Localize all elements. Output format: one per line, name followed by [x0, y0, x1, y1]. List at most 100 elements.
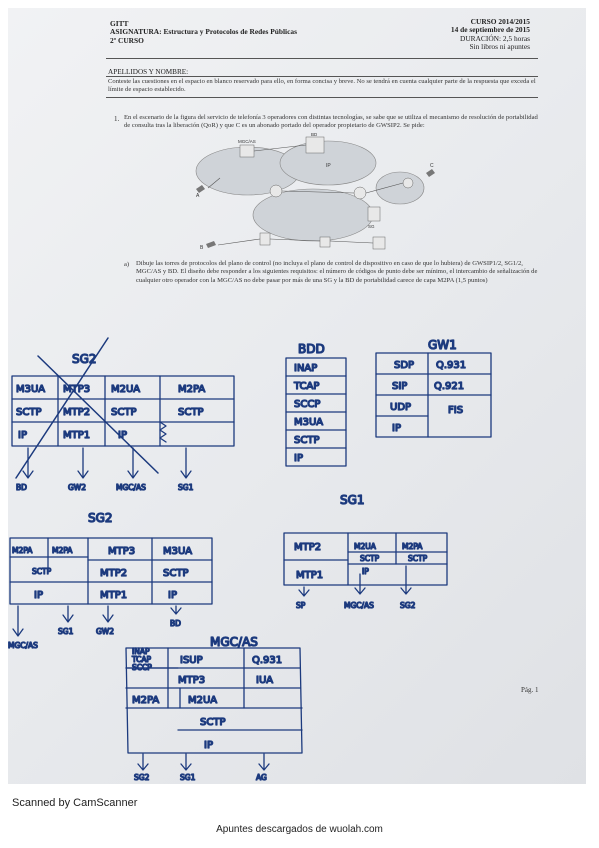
phone-icon	[206, 241, 216, 248]
protocol-cell: M3UA	[163, 546, 192, 557]
protocol-cell: SCTP	[163, 568, 188, 579]
diagram-label: C	[430, 163, 434, 169]
stack-title: BDD	[298, 342, 325, 356]
year: 2º CURSO	[110, 35, 144, 45]
protocol-cell: FIS	[448, 405, 463, 416]
protocol-cell: M2PA	[178, 384, 205, 395]
protocol-cell: M2PA	[402, 542, 423, 551]
protocol-cell: SIP	[392, 381, 407, 392]
protocol-cell: INAP	[132, 647, 150, 656]
scanner-watermark: Scanned by CamScanner	[12, 797, 138, 809]
degree: GITT	[110, 19, 129, 28]
output-label: SG2	[400, 601, 416, 610]
network-diagram: MGC/AS IP BD SG A B C	[195, 133, 435, 251]
exam-rules: Sin libros ni apuntes	[469, 42, 530, 52]
network-cloud-ip	[279, 140, 377, 186]
protocol-cell: M2UA	[188, 695, 217, 706]
protocol-cell: MTP2	[100, 568, 127, 579]
label-sg1: SG1	[340, 493, 365, 507]
protocol-cell: SCCP	[132, 663, 152, 672]
protocol-cell: TCAP	[293, 381, 319, 392]
question-text: En el escenario de la figura del servici…	[124, 114, 538, 130]
stack-title: MGC/AS	[210, 635, 258, 649]
protocol-cell: SCTP	[360, 554, 380, 563]
protocol-cell: M2PA	[132, 695, 159, 706]
protocol-cell: IUA	[256, 675, 273, 686]
protocol-cell: UDP	[390, 402, 411, 413]
phone-icon	[196, 185, 205, 193]
output-label: MGC/AS	[8, 641, 38, 650]
name-divider	[106, 76, 538, 77]
output-label: SG1	[180, 773, 196, 782]
protocol-cell: Q.931	[252, 655, 282, 666]
strike-through	[15, 337, 109, 479]
scanned-page: GITT ASIGNATURA: Estructura y Protocolos…	[8, 8, 586, 784]
output-label: BD	[16, 483, 27, 492]
duration: DURACIÓN: 2,5 horas	[459, 33, 530, 43]
output-label: AG	[256, 773, 267, 782]
protocol-cell: INAP	[294, 363, 317, 374]
strike-through	[37, 355, 159, 474]
instructions: Conteste las cuestiones en el espacio en…	[108, 78, 536, 93]
stack-mgc: MGC/AS INAP TCAP SCCP ISUP Q.931 MTP3 IU…	[125, 634, 303, 783]
stack-sg2: SG2 M2PA M2PA MTP3 M3UA SCTP MTP2 SCTP I…	[8, 510, 213, 651]
diagram-label: IP	[326, 163, 331, 169]
protocol-cell: SCTP	[294, 435, 319, 446]
protocol-cell: SCCP	[294, 399, 320, 410]
protocol-cell: SCTP	[111, 407, 136, 418]
stack-outline	[11, 375, 235, 447]
protocol-cell: SCTP	[178, 407, 203, 418]
protocol-cell: SDP	[394, 360, 414, 371]
protocol-cell: IP	[294, 453, 303, 464]
protocol-cell: SCTP	[200, 717, 225, 728]
name-field: APELLIDOS Y NOMBRE:	[108, 68, 189, 76]
protocol-cell: M2UA	[111, 384, 140, 395]
protocol-cell: MTP2	[294, 542, 321, 553]
subject: ASIGNATURA: Estructura y Protocolos de R…	[110, 27, 297, 37]
protocol-cell: IP	[392, 423, 401, 434]
protocol-cell: IP	[34, 590, 43, 601]
protocol-cell: M2PA	[12, 546, 33, 555]
stack-title: SG2	[72, 352, 97, 366]
source-footer: Apuntes descargados de wuolah.com	[216, 824, 383, 835]
protocol-cell: MTP3	[108, 546, 135, 557]
stack-title: SG2	[88, 511, 113, 525]
header-divider	[106, 58, 538, 59]
diagram-label: BD	[311, 133, 318, 137]
protocol-cell: M3UA	[294, 417, 323, 428]
protocol-cell: Q.931	[436, 360, 466, 371]
output-label: SG1	[58, 627, 74, 636]
server-icon	[367, 206, 381, 222]
stack-bd: BDD INAP TCAP SCCP M3UA SCTP IP	[285, 341, 347, 467]
output-label: GW2	[96, 627, 114, 636]
protocol-cell: SCTP	[32, 567, 52, 576]
output-label: MGC/AS	[344, 601, 374, 610]
protocol-cell: IP	[204, 740, 213, 751]
exam-date: 14 de septiembre de 2015	[450, 25, 530, 35]
stack-gw1: GW1 SDP Q.931 SIP Q.921 UDP FIS IP	[375, 337, 492, 438]
protocol-cell: MTP1	[63, 430, 90, 441]
output-label: SG1	[178, 483, 194, 492]
network-links	[207, 144, 404, 246]
protocol-cell: SCTP	[408, 554, 428, 563]
protocol-cell: IP	[18, 430, 27, 441]
protocol-cell: TCAP	[131, 655, 152, 664]
stack-title: GW1	[428, 338, 457, 352]
protocol-cell: MTP1	[296, 570, 323, 581]
subquestion-label: a)	[124, 261, 130, 268]
output-label: BD	[170, 619, 181, 628]
server-icon	[319, 236, 331, 248]
diagram-label: B	[200, 245, 204, 251]
output-label: GW2	[68, 483, 86, 492]
protocol-cell: IP	[168, 590, 177, 601]
diagram-label: SG	[368, 224, 375, 229]
protocol-cell: MTP1	[100, 590, 127, 601]
exam-header-left: GITT ASIGNATURA: Estructura y Protocolos…	[110, 19, 297, 45]
output-label: MGC/AS	[116, 483, 146, 492]
protocol-cell: MTP3	[178, 675, 205, 686]
protocol-cell: IP	[362, 567, 369, 576]
stack-sg2-crossed: SG2 M3UA MTP3 M2UA M2PA SCTP MTP2 SCTP S…	[11, 337, 235, 493]
page-number: Pág. 1	[521, 686, 539, 694]
protocol-cell: IP	[118, 430, 127, 441]
subquestion-text: Dibuje las torres de protocolos del plan…	[136, 260, 538, 284]
